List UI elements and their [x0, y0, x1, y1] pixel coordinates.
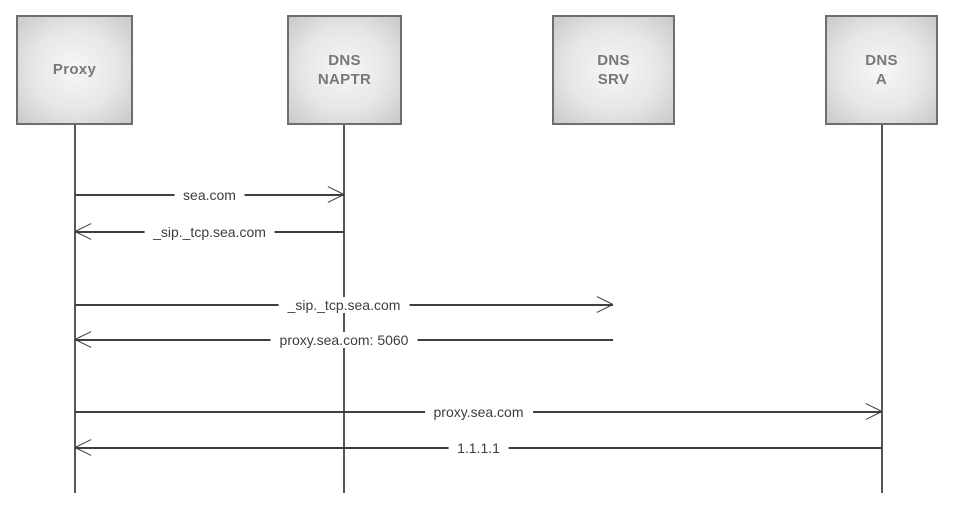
- message-label: sea.com: [174, 187, 245, 203]
- lifeline-proxy: [74, 125, 76, 493]
- message-label: _sip._tcp.sea.com: [144, 224, 275, 240]
- actor-box-proxy: Proxy: [16, 15, 133, 125]
- message-label: _sip._tcp.sea.com: [278, 297, 410, 313]
- lifeline-dns-a: [881, 125, 883, 493]
- actor-box-dns-naptr: DNS NAPTR: [287, 15, 402, 125]
- message-label: proxy.sea.com: 5060: [270, 332, 418, 348]
- message-label: proxy.sea.com: [424, 404, 533, 420]
- message-label: 1.1.1.1: [448, 440, 509, 456]
- actor-box-dns-srv: DNS SRV: [552, 15, 675, 125]
- actor-box-dns-a: DNS A: [825, 15, 938, 125]
